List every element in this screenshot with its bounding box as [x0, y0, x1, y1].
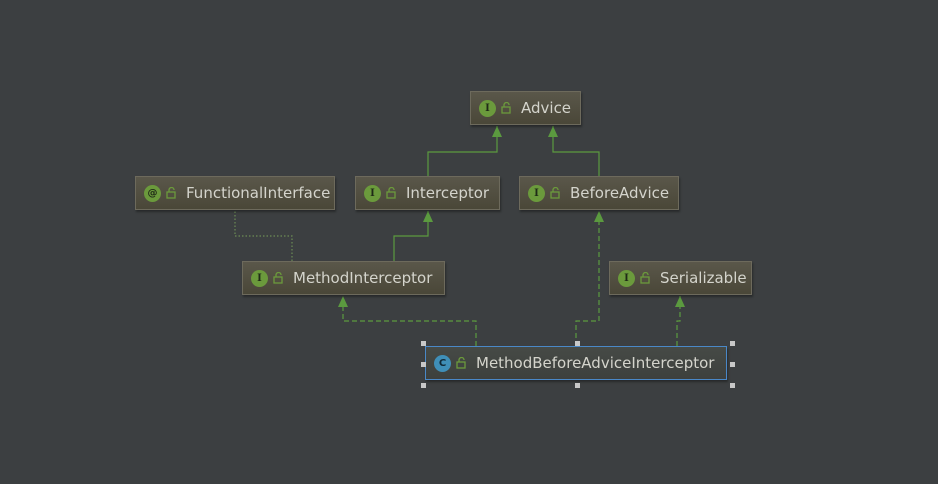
node-method-before-advice-interceptor[interactable]: C MethodBeforeAdviceInterceptor — [425, 346, 727, 380]
node-label: BeforeAdvice — [570, 184, 670, 202]
edge-mbai-methodinterceptor — [342, 296, 477, 346]
edge-methodinterceptor-interceptor — [393, 211, 429, 261]
edge-methodinterceptor-functionalinterface — [234, 211, 293, 261]
unlocked-icon — [501, 102, 511, 114]
resize-handle-bottom-right[interactable] — [730, 383, 735, 388]
unlocked-icon — [550, 187, 560, 199]
resize-handle-top-right[interactable] — [730, 341, 735, 346]
edge-mbai-serializable — [676, 296, 681, 346]
arrow-head — [675, 296, 685, 307]
arrow-head — [492, 126, 502, 137]
interface-icon: I — [251, 269, 268, 287]
resize-handle-bottom-left[interactable] — [421, 383, 426, 388]
node-label: MethodBeforeAdviceInterceptor — [476, 354, 715, 372]
edge-interceptor-advice — [427, 126, 498, 176]
arrow-head — [338, 296, 348, 307]
unlocked-icon — [386, 187, 396, 199]
unlocked-icon — [166, 187, 176, 199]
node-label: Advice — [521, 99, 572, 117]
interface-icon: I — [528, 184, 545, 202]
edge-mbai-beforeadvice — [575, 211, 600, 346]
arrow-head — [548, 126, 558, 137]
annotation-icon: @ — [144, 184, 161, 202]
node-method-interceptor[interactable]: I MethodInterceptor — [242, 261, 445, 295]
resize-handle-top-center[interactable] — [575, 341, 580, 346]
resize-handle-middle-left[interactable] — [421, 362, 426, 367]
resize-handle-bottom-center[interactable] — [575, 383, 580, 388]
node-functional-interface[interactable]: @ FunctionalInterface — [135, 176, 335, 210]
unlocked-icon — [273, 272, 283, 284]
node-before-advice[interactable]: I BeforeAdvice — [519, 176, 679, 210]
node-interceptor[interactable]: I Interceptor — [355, 176, 500, 210]
arrow-head — [423, 211, 433, 222]
node-label: MethodInterceptor — [293, 269, 433, 287]
unlocked-icon — [456, 357, 466, 369]
resize-handle-middle-right[interactable] — [730, 362, 735, 367]
interface-icon: I — [618, 269, 635, 287]
unlocked-icon — [640, 272, 650, 284]
edge-beforeadvice-advice — [552, 126, 600, 176]
node-advice[interactable]: I Advice — [470, 91, 581, 125]
interface-icon: I — [479, 99, 496, 117]
node-label: Interceptor — [406, 184, 490, 202]
node-label: FunctionalInterface — [186, 184, 331, 202]
resize-handle-top-left[interactable] — [421, 341, 426, 346]
node-serializable[interactable]: I Serializable — [609, 261, 752, 295]
node-label: Serializable — [660, 269, 747, 287]
interface-icon: I — [364, 184, 381, 202]
class-icon: C — [434, 354, 451, 372]
arrow-head — [594, 211, 604, 222]
